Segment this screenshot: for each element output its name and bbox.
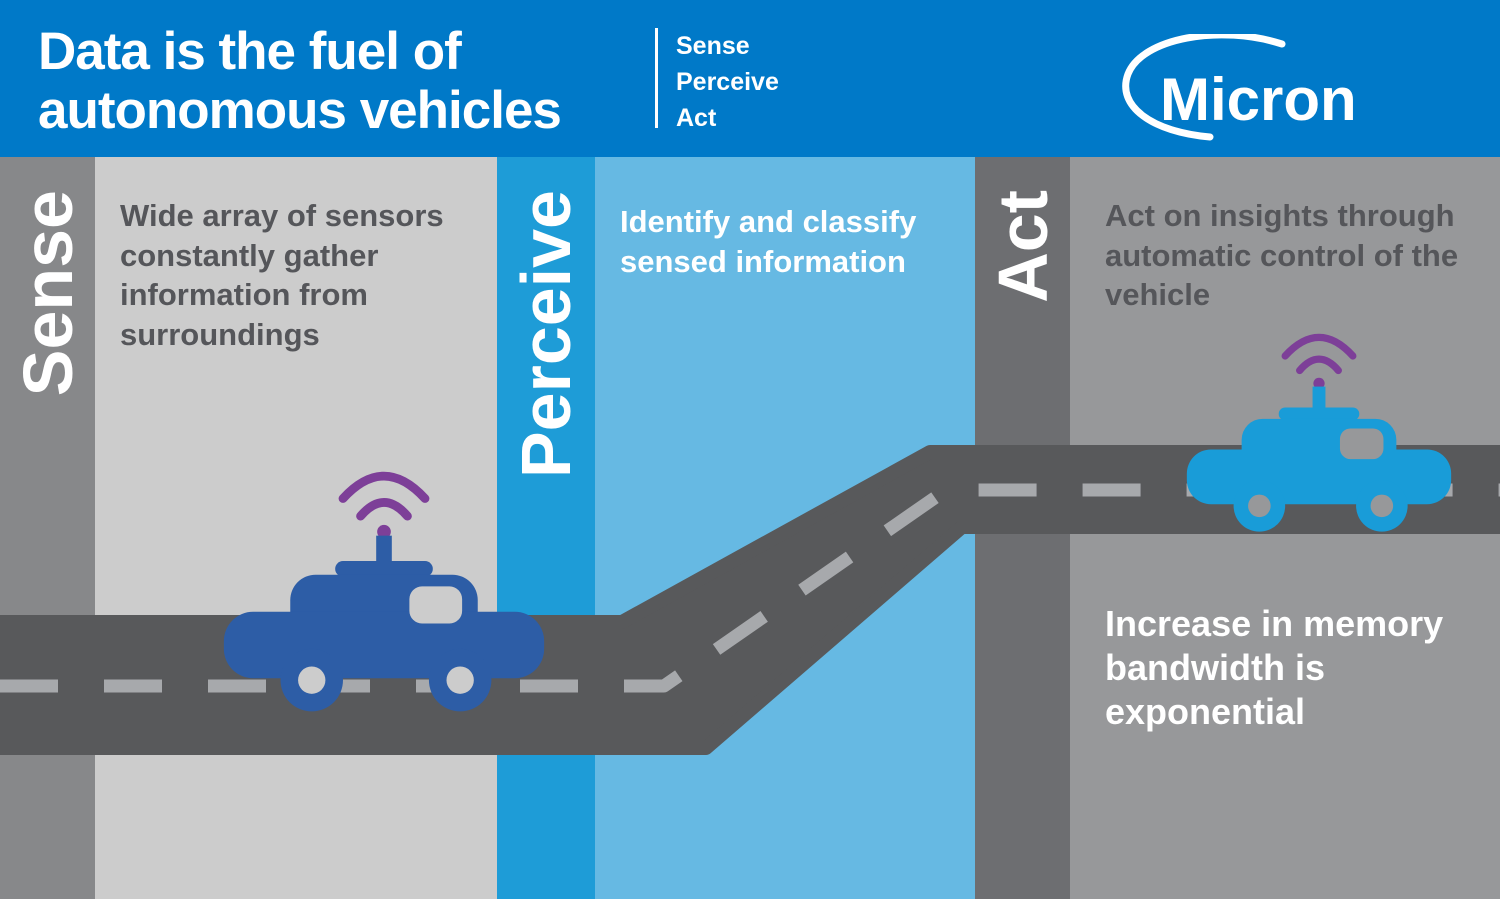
page-title-line1: Data is the fuel of [38, 22, 462, 81]
car-wheel-hub [446, 666, 474, 694]
car-window [409, 586, 463, 624]
header-banner: Data is the fuel of autonomous vehicles … [0, 0, 1500, 157]
car-body [223, 535, 545, 712]
legend-item-sense: Sense [676, 32, 750, 60]
legend-item-act: Act [676, 104, 717, 132]
sense-description: Wide array of sensors constantly gather … [120, 198, 444, 353]
perceive-strip-label: Perceive [507, 190, 585, 479]
micron-orbit-icon [1122, 34, 1286, 141]
legend-divider [655, 28, 658, 128]
micron-logo-text: Micron [1160, 66, 1357, 133]
car-body [1186, 386, 1452, 532]
car-wheel-hub [298, 666, 326, 694]
act-description: Act on insights through automatic contro… [1105, 198, 1459, 313]
car-wheel-hub [1248, 494, 1271, 518]
sense-strip: Sense [0, 157, 95, 899]
micron-logo: Micron [1122, 34, 1357, 141]
page-title-line2: autonomous vehicles [38, 81, 562, 141]
legend-item-perceive: Perceive [676, 68, 779, 96]
car-wheel-hub [1370, 494, 1394, 518]
car-window [1339, 428, 1384, 460]
memory-bandwidth-callout: Increase in memory bandwidth is exponent… [1105, 603, 1444, 732]
steps-legend: Sense Perceive Act [676, 32, 779, 133]
wifi-signal-icon [338, 471, 430, 539]
act-strip: Act [975, 157, 1070, 899]
autonomous-car-left [223, 471, 545, 712]
page-title: Data is the fuel of autonomous vehicles [38, 22, 562, 141]
act-strip-label: Act [983, 190, 1062, 303]
autonomous-car-right [1186, 333, 1452, 532]
sense-strip-label: Sense [8, 190, 87, 397]
perceive-description: Identify and classify sensed information [620, 204, 917, 279]
wifi-signal-icon [1281, 333, 1357, 390]
